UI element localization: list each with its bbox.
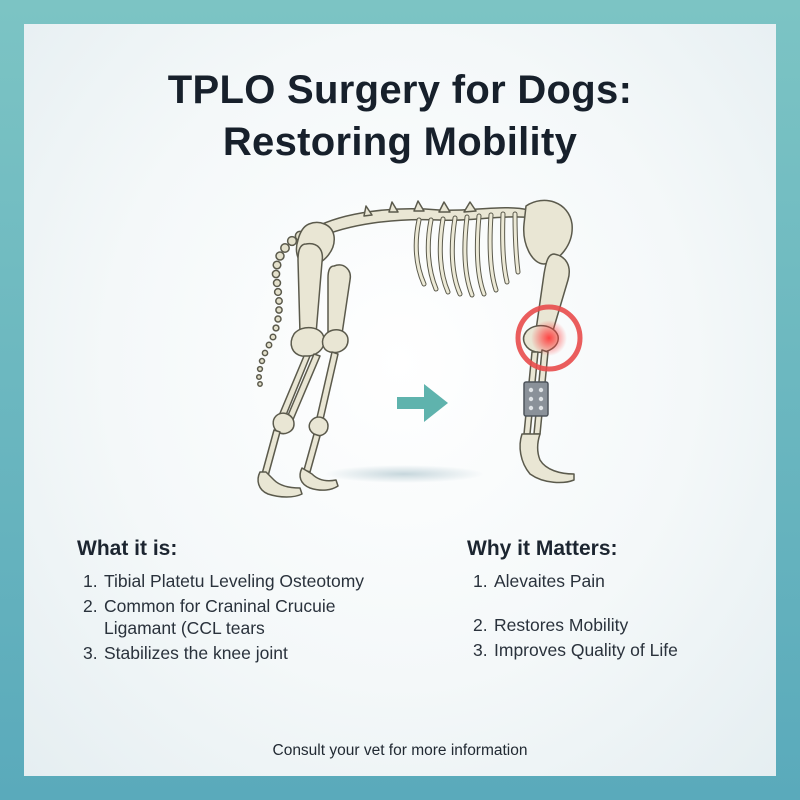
title-line-2: Restoring Mobility [222,120,578,164]
vertebral-processes [363,200,477,217]
hind-femur [297,242,324,343]
why-it-matters-heading: Why it Matters: [467,537,618,560]
what-it-is-section: What it is: 1.Tibial Platetu Leveling Os… [77,536,407,667]
hind-metatarsal [261,429,281,477]
hind-femur-2 [327,264,352,341]
hind-stifle-2 [321,329,349,354]
infographic-card: TPLO Surgery for Dogs: Restoring Mobilit… [24,24,776,776]
dog-skeleton-icon [255,199,575,498]
list-item: 3.Improves Quality of Life [473,640,678,660]
scapula [523,199,573,265]
front-paw [519,433,575,484]
arrow-right-icon [397,384,448,422]
list-item: 1.Tibial Platetu Leveling Osteotomy [83,571,365,591]
footer-note: Consult your vet for more information [272,742,528,759]
title-line-1: TPLO Surgery for Dogs: [167,68,633,112]
dog-skeleton-illustration [255,199,583,498]
knee-highlight-icon [515,304,583,372]
list-item: 2.Common for Craninal Crucuie Ligamant (… [83,596,336,638]
spine [313,206,533,239]
tplo-plate-icon [523,381,549,417]
hind-hock [272,412,295,435]
rib-cage [413,211,521,298]
hind-paw-2 [299,467,339,491]
hind-metatarsal-2 [303,433,321,473]
what-it-is-heading: What it is: [77,537,178,560]
list-item: 2.Restores Mobility [473,615,629,635]
page-title: TPLO Surgery for Dogs: Restoring Mobilit… [24,64,776,168]
ground-shadow [324,465,484,483]
hind-paw [257,471,303,498]
list-item: 3.Stabilizes the knee joint [83,643,288,663]
why-it-matters-list: 1.Alevaites Pain 2.Restores Mobility 3.I… [467,570,747,661]
hind-stifle [290,326,325,358]
list-item: 1.Alevaites Pain [473,571,605,591]
what-it-is-list: 1.Tibial Platetu Leveling Osteotomy 2.Co… [77,570,407,664]
hind-tibia-2 [315,351,339,425]
why-it-matters-section: Why it Matters: 1.Alevaites Pain 2.Resto… [467,536,747,664]
hind-hock-2 [308,416,329,437]
